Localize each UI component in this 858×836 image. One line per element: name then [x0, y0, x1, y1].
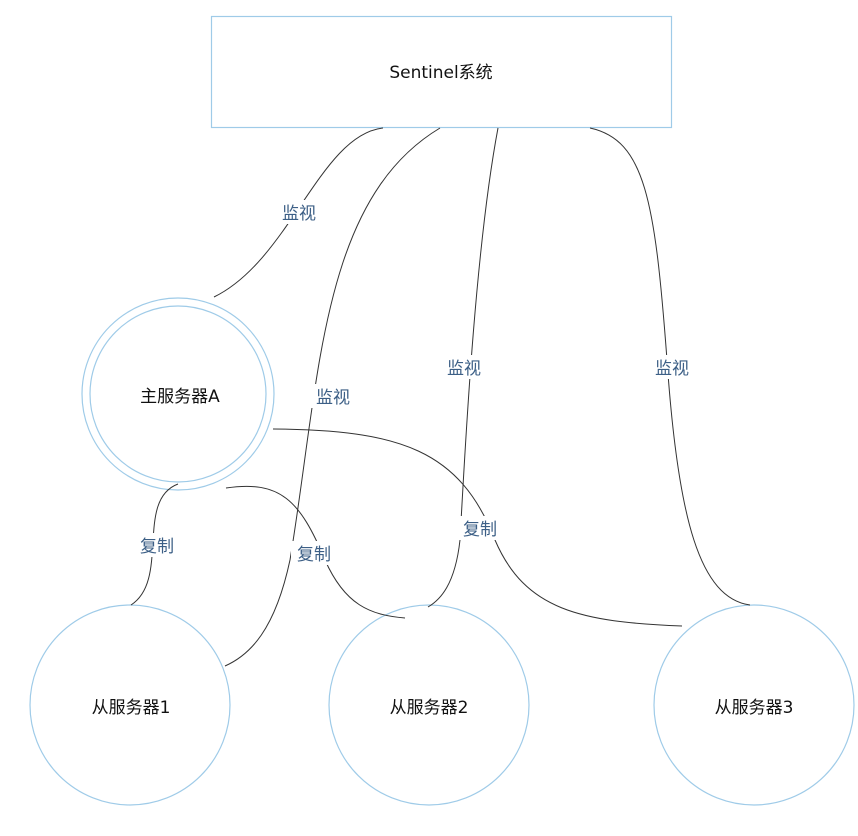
slave1-circle	[29, 604, 231, 806]
monitor-slave2-edge	[427, 127, 499, 608]
master-label: 主服务器A	[140, 387, 220, 407]
monitor-slave1-label-bg	[310, 384, 356, 408]
monitor-master-label-bg	[276, 200, 322, 224]
master-node: 主服务器A	[81, 297, 275, 491]
sentinel-label: Sentinel系统	[389, 63, 492, 83]
monitor-slave1-edge	[224, 127, 441, 667]
replicate-slave1-label-bg	[134, 533, 180, 557]
monitor-slave3-label-group: 监视	[649, 355, 695, 379]
slave1-node: 从服务器1	[29, 604, 231, 806]
monitor-master-label-group: 监视	[276, 200, 322, 224]
monitor-master-label: 监视	[282, 204, 316, 224]
replicate-slave1-label: 复制	[140, 537, 174, 557]
replicate-slave3-label: 复制	[463, 520, 497, 540]
replicate-slave3-label-group: 复制	[457, 516, 503, 540]
slave3-circle	[653, 604, 855, 806]
master-inner-ring	[89, 305, 267, 483]
slave3-node: 从服务器3	[653, 604, 855, 806]
monitor-slave3-label-bg	[649, 355, 695, 379]
monitor-slave1-label-group: 监视	[310, 384, 356, 408]
replicate-slave2-label: 复制	[297, 545, 331, 565]
monitor-slave2-label-bg	[441, 355, 487, 379]
slave2-label: 从服务器2	[390, 698, 469, 718]
monitor-slave3-label: 监视	[655, 359, 689, 379]
slave1-label: 从服务器1	[92, 698, 171, 718]
slave2-circle	[328, 604, 530, 806]
slave3-label: 从服务器3	[715, 698, 794, 718]
sentinel-box	[210, 15, 673, 129]
replicate-slave3-label-bg	[457, 516, 503, 540]
monitor-slave2-label: 监视	[447, 359, 481, 379]
slave2-node: 从服务器2	[328, 604, 530, 806]
sentinel-node: Sentinel系统	[210, 15, 673, 129]
replicate-slave1-label-group: 复制	[134, 533, 180, 557]
replicate-slave2-label-bg	[291, 541, 337, 565]
replicate-slave2-label-group: 复制	[291, 541, 337, 565]
monitor-slave2-label-group: 监视	[441, 355, 487, 379]
monitor-slave1-label: 监视	[316, 388, 350, 408]
